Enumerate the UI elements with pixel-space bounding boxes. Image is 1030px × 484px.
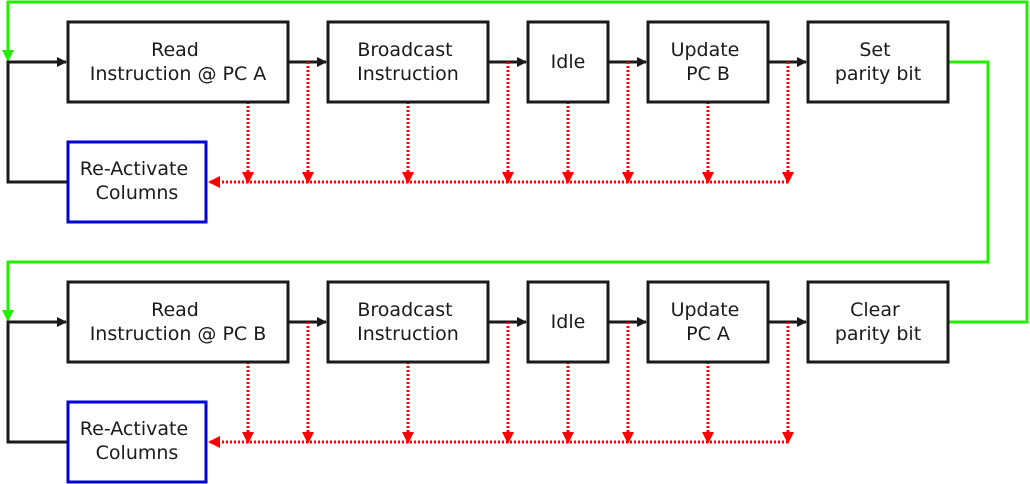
top-update-box	[646, 20, 770, 104]
bottom-read-label: Read Instruction @ PC B	[90, 299, 267, 345]
bottom-row: Read Instruction @ PC B Broadcast Instru…	[6, 280, 950, 484]
bottom-feedback-line	[6, 317, 68, 444]
top-parity-label: Set parity bit	[835, 39, 921, 85]
top-update-label: Update PC B	[671, 39, 746, 85]
top-read-box	[66, 20, 290, 104]
bottom-idle-box	[526, 280, 610, 364]
top-feedback-line	[6, 57, 68, 184]
bottom-update-label: Update PC A	[671, 299, 746, 345]
bottom-idle-label: Idle	[551, 311, 586, 333]
bottom-broadcast-box	[326, 280, 490, 364]
top-row: Read Instruction @ PC A Broadcast Instru…	[6, 20, 950, 224]
bottom-read-box	[66, 280, 290, 364]
top-read-label: Read Instruction @ PC A	[90, 39, 267, 85]
top-idle-label: Idle	[551, 51, 586, 73]
top-broadcast-box	[326, 20, 490, 104]
top-idle-box	[526, 20, 610, 104]
bottom-broadcast-label: Broadcast Instruction	[357, 299, 459, 345]
top-reactivate-label: Re-Activate Columns	[80, 158, 194, 204]
bottom-reactivate-label: Re-Activate Columns	[80, 418, 194, 464]
top-broadcast-label: Broadcast Instruction	[357, 39, 459, 85]
control-flow-lines	[2, 0, 1029, 324]
bottom-update-box	[646, 280, 770, 364]
row-transfer-line	[2, 60, 990, 322]
bottom-parity-label: Clear parity bit	[835, 299, 921, 345]
bottom-parity-box	[806, 280, 950, 364]
bottom-reactivate-box	[66, 400, 208, 484]
top-reactivate-box	[66, 140, 208, 224]
loop-back-line	[2, 0, 1029, 324]
top-parity-box	[806, 20, 950, 104]
